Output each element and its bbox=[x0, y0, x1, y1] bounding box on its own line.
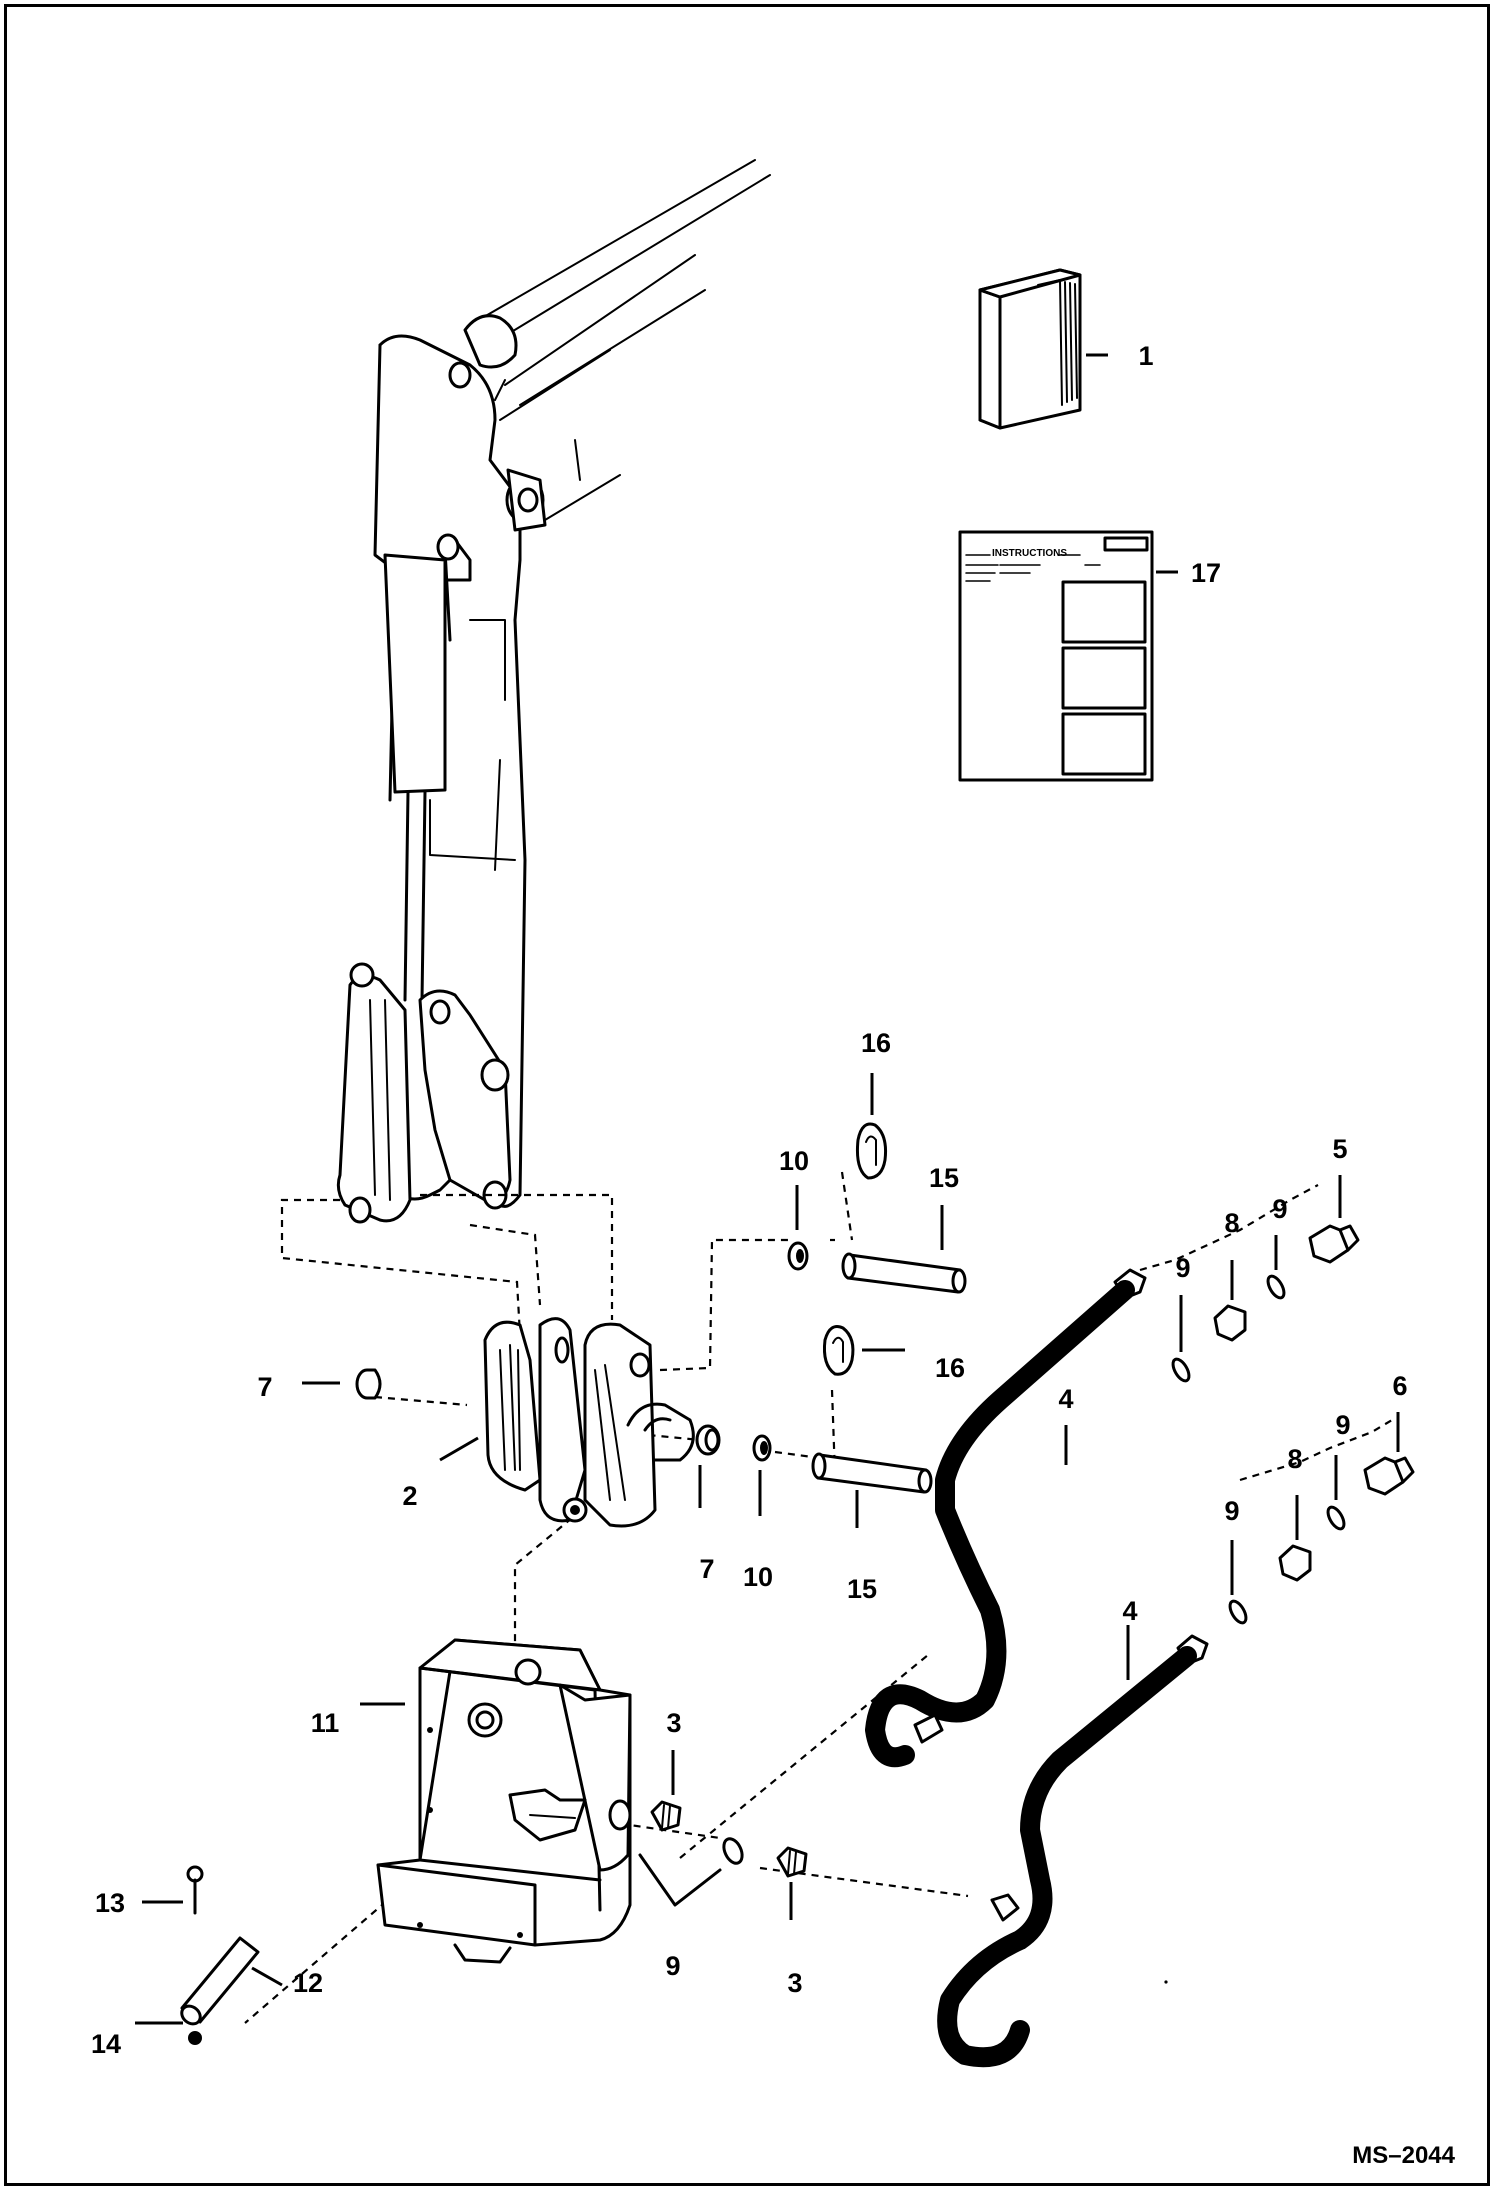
o-ring-9-lower-b bbox=[1228, 1599, 1248, 1625]
callout-9-upper-b: 9 bbox=[1175, 1253, 1190, 1283]
callout-3-upper: 3 bbox=[666, 1708, 681, 1738]
callout-5: 5 bbox=[1332, 1134, 1347, 1164]
callout-8-lower: 8 bbox=[1287, 1444, 1302, 1474]
bolt-13 bbox=[186, 1865, 204, 1915]
callout-7-right: 7 bbox=[699, 1554, 714, 1584]
attachment-head bbox=[376, 1638, 722, 1964]
callout-16-lower: 16 bbox=[935, 1353, 965, 1383]
callout-14: 14 bbox=[91, 2029, 121, 2059]
callout-16-upper: 16 bbox=[861, 1028, 891, 1058]
callout-7-left: 7 bbox=[257, 1372, 272, 1402]
washer-10-upper bbox=[787, 1241, 809, 1271]
stray-dot bbox=[1164, 1980, 1168, 1984]
callout-9-head: 9 bbox=[665, 1951, 680, 1981]
washer-10-lower bbox=[752, 1434, 772, 1462]
fitting-6 bbox=[1363, 1456, 1415, 1496]
boom-arm bbox=[336, 159, 771, 1224]
callout-labels: 1 17 16 10 15 5 9 8 9 7 16 4 6 9 2 8 7 1… bbox=[91, 341, 1408, 2059]
hydraulic-hose-upper bbox=[865, 1268, 1147, 1768]
callout-9-lower-a: 9 bbox=[1335, 1410, 1350, 1440]
callout-13: 13 bbox=[95, 1888, 125, 1918]
o-ring-9-lower-a bbox=[1326, 1505, 1346, 1531]
o-ring-9-upper-b bbox=[1171, 1357, 1191, 1383]
fitting-3-lower bbox=[776, 1846, 808, 1878]
callout-10-lower: 10 bbox=[743, 1562, 773, 1592]
manual-header-title: INSTRUCTIONS bbox=[992, 548, 1067, 559]
decal-kit-box bbox=[978, 268, 1082, 430]
o-ring-9-head bbox=[722, 1837, 744, 1865]
callout-9-lower-b: 9 bbox=[1224, 1496, 1239, 1526]
pin-15-upper bbox=[841, 1252, 967, 1294]
adapter-8-upper bbox=[1213, 1304, 1247, 1342]
callout-10-upper: 10 bbox=[779, 1146, 809, 1176]
callout-4-lower: 4 bbox=[1122, 1596, 1137, 1626]
leader-12 bbox=[251, 1966, 283, 1987]
callout-6: 6 bbox=[1392, 1371, 1407, 1401]
nut-14 bbox=[188, 2031, 202, 2045]
bushing-7-left bbox=[355, 1368, 382, 1400]
pin-15-lower bbox=[811, 1452, 933, 1494]
lynch-pin-16-lower bbox=[823, 1325, 855, 1376]
callout-17: 17 bbox=[1191, 558, 1221, 588]
hydraulic-hose-lower bbox=[937, 1634, 1209, 2068]
coupler-bracket bbox=[483, 1317, 695, 1528]
callout-15-lower: 15 bbox=[847, 1574, 877, 1604]
fitting-5 bbox=[1308, 1224, 1360, 1264]
callout-2: 2 bbox=[402, 1481, 417, 1511]
callout-4-upper: 4 bbox=[1058, 1384, 1073, 1414]
adapter-8-lower bbox=[1278, 1544, 1312, 1582]
callout-15-upper: 15 bbox=[929, 1163, 959, 1193]
callout-11: 11 bbox=[311, 1708, 340, 1738]
drawing-border bbox=[4, 4, 1490, 2186]
callout-3-lower: 3 bbox=[787, 1968, 802, 1998]
lynch-pin-16-upper bbox=[856, 1122, 887, 1180]
leader-2 bbox=[439, 1436, 479, 1462]
fitting-3-upper bbox=[650, 1800, 682, 1832]
bushing-7-right bbox=[695, 1424, 721, 1456]
callout-9-upper-a: 9 bbox=[1272, 1194, 1287, 1224]
o-ring-9-upper-a bbox=[1266, 1274, 1286, 1300]
callout-1: 1 bbox=[1138, 341, 1153, 371]
instruction-manual: INSTRUCTIONS bbox=[958, 530, 1154, 782]
drawing-code: MS–2044 bbox=[1352, 2142, 1455, 2169]
pin-12 bbox=[180, 1936, 260, 2026]
callout-12: 12 bbox=[293, 1968, 323, 1998]
callout-8-upper: 8 bbox=[1224, 1208, 1239, 1238]
assembly-guide-lines bbox=[244, 1171, 1393, 2024]
